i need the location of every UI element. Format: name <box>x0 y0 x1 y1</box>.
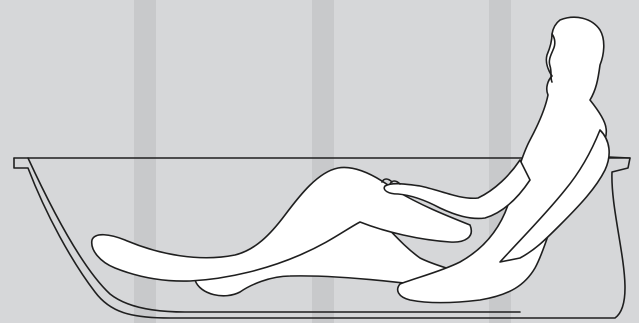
bathtub-illustration <box>0 0 639 323</box>
bathtub-diagram <box>0 0 639 323</box>
